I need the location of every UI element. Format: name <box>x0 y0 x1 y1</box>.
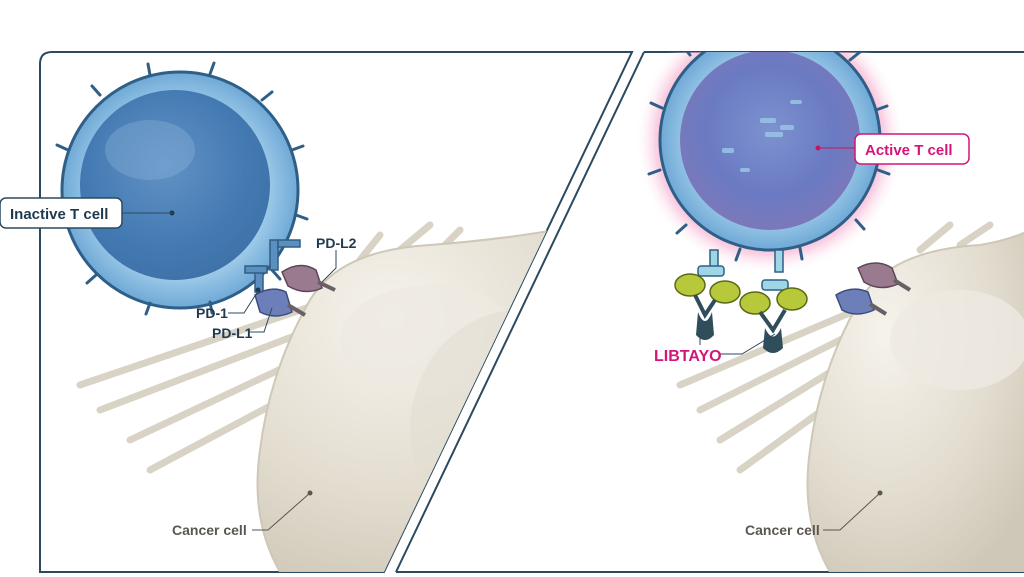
pdl1-label: PD-L1 <box>212 325 253 341</box>
libtayo-label: LIBTAYO <box>654 348 722 365</box>
libtayo-antibody-1 <box>675 274 740 340</box>
pdl2-label: PD-L2 <box>316 235 357 251</box>
libtayo-callout: LIBTAYO <box>654 322 775 365</box>
cancer-cell-label-right: Cancer cell <box>745 522 820 538</box>
libtayo-antibody-2 <box>740 288 807 353</box>
inactive-t-cell-label: Inactive T cell <box>10 206 108 223</box>
cancer-cell-right <box>680 225 1024 572</box>
pd1-label: PD-1 <box>196 305 228 321</box>
active-t-cell-label: Active T cell <box>865 142 953 159</box>
cancer-cell-label-left: Cancer cell <box>172 522 247 538</box>
